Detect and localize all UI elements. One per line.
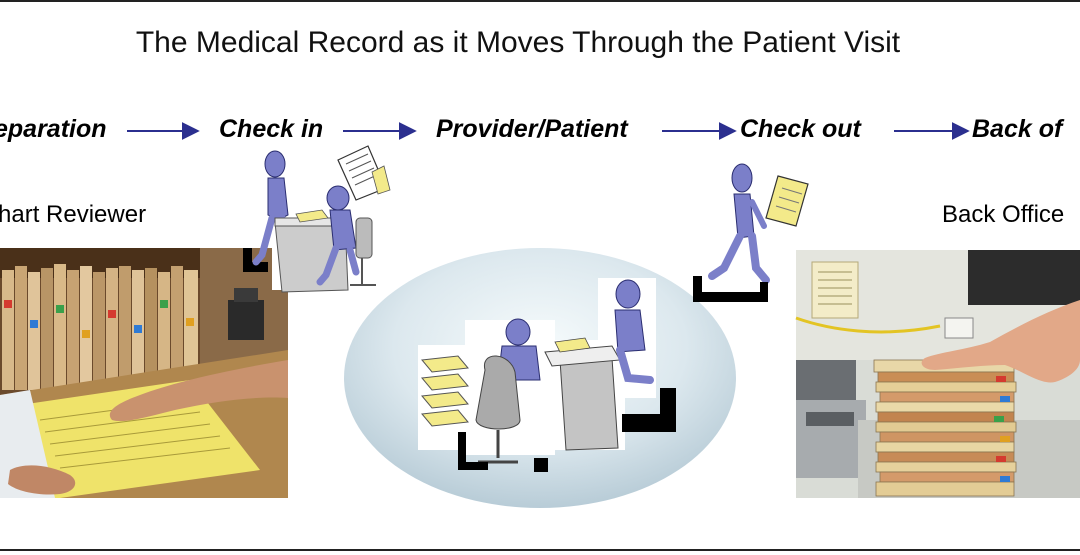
- back-office-photo: [795, 250, 1080, 498]
- step-check-out: Check out: [740, 115, 861, 143]
- file-folder-icon: [765, 175, 809, 227]
- step-check-in: Check in: [219, 115, 324, 143]
- chart-reviewer-photo: [0, 248, 288, 498]
- step-back-office: Back of: [972, 115, 1063, 143]
- step-provider-patient: Provider/Patient: [436, 115, 628, 143]
- provider-patient-scene: [344, 248, 736, 508]
- document-icon: [337, 145, 391, 201]
- walking-person-icon: [693, 163, 770, 302]
- top-border: [0, 0, 1080, 2]
- step-preparation: eparation: [0, 115, 107, 143]
- page-title: The Medical Record as it Moves Through t…: [135, 26, 901, 59]
- label-back-office: Back Office: [942, 201, 1065, 228]
- stacked-folders-icon: [421, 355, 469, 427]
- label-chart-reviewer: hart Reviewer: [0, 201, 147, 228]
- bottom-border: [0, 549, 1080, 551]
- person-at-desk-icon: [243, 150, 382, 293]
